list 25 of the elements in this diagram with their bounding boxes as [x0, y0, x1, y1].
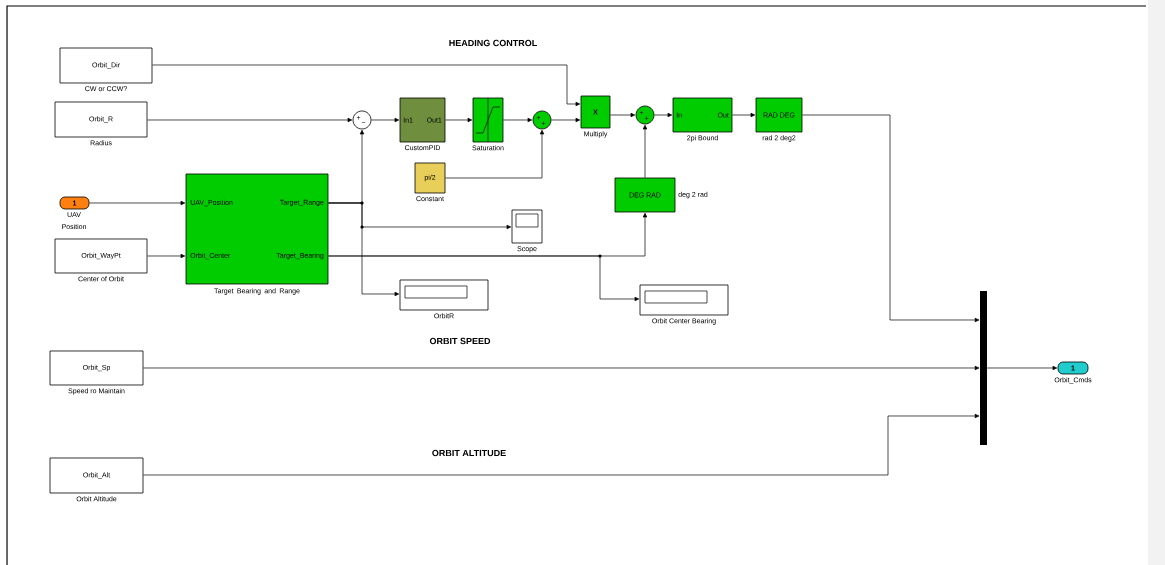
sum-junction: [352, 110, 372, 130]
signal-arrow: [986, 365, 1058, 371]
signal-arrow: [610, 112, 636, 118]
section-title: HEADING CONTROL: [449, 39, 537, 47]
signal-arrow: [147, 253, 186, 259]
sum-junction: [635, 105, 655, 125]
signal-arrow: [143, 365, 980, 371]
signal-arrow: [143, 413, 980, 476]
section-title: ORBIT ALTITUDE: [432, 449, 506, 457]
signal-arrow: [328, 255, 640, 302]
signal-arrow: [89, 200, 186, 206]
section-title: ORBIT SPEED: [429, 337, 491, 345]
signal-arrow: [551, 117, 581, 123]
signal-arrow: [802, 114, 980, 323]
signal-arrow: [642, 124, 648, 178]
signal-arrow: [328, 202, 400, 297]
sum-junction: [532, 110, 552, 130]
signal-arrow: [147, 117, 353, 123]
signal-arrow: [732, 112, 756, 118]
signal-arrow: [503, 117, 533, 123]
signal-arrow: [654, 112, 673, 118]
signal-arrow: [445, 129, 545, 179]
signal-arrow: [152, 64, 581, 107]
signal-arrow: [371, 117, 400, 123]
signal-arrow: [445, 117, 473, 123]
